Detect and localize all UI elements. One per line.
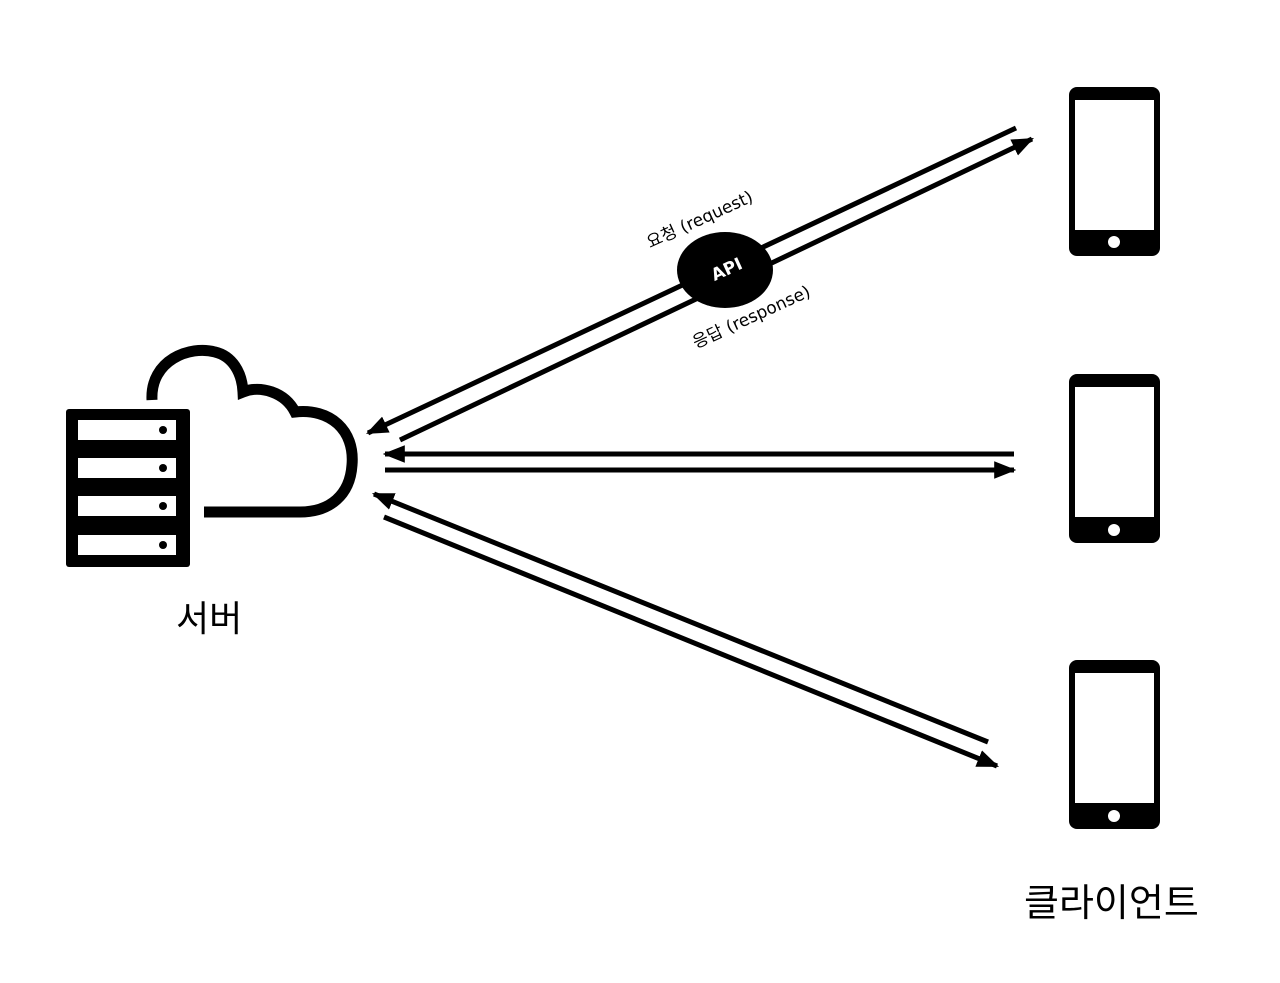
client-phone-1 <box>1069 87 1160 256</box>
client-phone-2 <box>1069 374 1160 543</box>
request-arrow-bottom <box>383 514 1000 769</box>
api-badge <box>677 232 773 308</box>
response-arrow-bottom <box>371 491 989 745</box>
client-phone-3 <box>1069 660 1160 829</box>
client-label: 클라이언트 <box>1024 881 1199 925</box>
cloud-icon <box>146 344 358 518</box>
server-icon <box>66 409 190 567</box>
server-label: 서버 <box>176 599 243 640</box>
